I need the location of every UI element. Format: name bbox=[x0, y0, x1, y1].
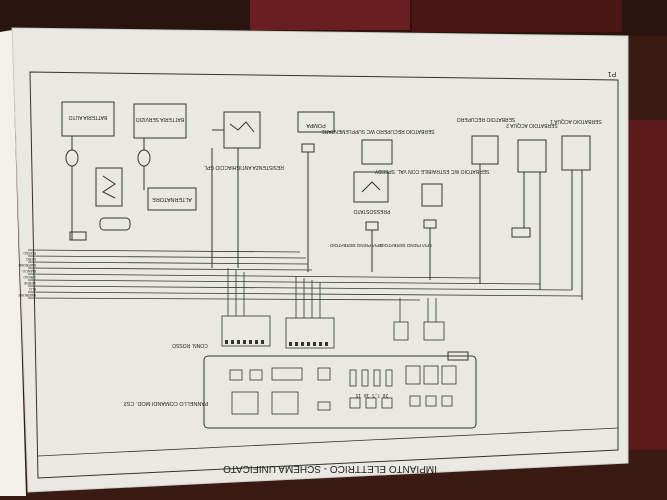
panel-label: PANNELLO COMANDI MOD. CS2 bbox=[124, 400, 209, 406]
wire-label: VERDE bbox=[23, 281, 36, 285]
wire-label: GRIGIO bbox=[23, 275, 36, 279]
alternator-box bbox=[147, 187, 197, 211]
wire-bus bbox=[27, 249, 583, 301]
underlying-page bbox=[0, 30, 26, 496]
water-tank-2-label: SERBATOIO ACQUA 2 bbox=[506, 122, 558, 128]
control-panel-box bbox=[203, 355, 477, 429]
resistor-icon bbox=[229, 121, 255, 133]
page-title: IMPIANTO ELETTRICO - SCHEMA UNIFICATO bbox=[223, 463, 437, 474]
recovery-tank-label: SERBATOIO RECUPERO bbox=[457, 116, 516, 122]
diode-box bbox=[99, 217, 131, 231]
wc-tank-label: SERBATOIO WC ESTRAIBILE CON VAL. SPEEDY bbox=[374, 168, 489, 174]
connector-blocks bbox=[221, 315, 445, 349]
battery-auto-box bbox=[61, 101, 115, 137]
battery-service-label: BATTERIA SERVIZIO bbox=[136, 116, 185, 122]
connector-label: CONN. ROSSO bbox=[172, 342, 208, 348]
pump-box bbox=[297, 111, 335, 133]
binder-red-part bbox=[250, 0, 410, 30]
tank-connector bbox=[511, 227, 531, 238]
wire-drops bbox=[227, 268, 437, 322]
wire-label: BLU bbox=[29, 287, 36, 291]
water-tank-2-box bbox=[517, 139, 547, 173]
manual-page bbox=[11, 27, 629, 493]
pressostat-box bbox=[353, 171, 389, 203]
connector-block bbox=[69, 231, 87, 241]
recovery-tank-box bbox=[471, 135, 499, 165]
wire-label: NERO bbox=[26, 257, 36, 261]
aux-tank-box bbox=[361, 139, 393, 165]
wire-label: BIANCO bbox=[22, 269, 36, 273]
spia-pieno-1-label: SPIA PIENO SERBATOIO bbox=[329, 243, 382, 248]
wc-tank-box bbox=[421, 183, 443, 207]
connector-pins bbox=[225, 340, 328, 346]
aux-tank-label: SERBATOIO RECUPERO WC SUPPLEMENTARE bbox=[321, 128, 435, 134]
water-tank-1-box bbox=[561, 135, 591, 171]
binder-right-edge bbox=[628, 120, 667, 450]
gpl-resistor-label: RESISTENZA ANTIGHIACCIO GPL bbox=[204, 164, 284, 170]
battery-auto-label: BATTERIA AUTO bbox=[69, 114, 108, 120]
wire-labels: ROSSO NERO MARRONE BIANCO GRIGIO VERDE B… bbox=[17, 251, 36, 297]
wire-label: MARRONE bbox=[17, 293, 36, 297]
level-marks: 20 7,5 10 15 bbox=[355, 392, 388, 398]
switch-icon bbox=[361, 181, 381, 193]
pressostat-label: PRESSOSTATO bbox=[354, 208, 391, 214]
pump-label: POMPA bbox=[306, 122, 326, 128]
relay-coil-icon bbox=[102, 175, 116, 199]
diagram-border bbox=[29, 71, 619, 479]
relay-box bbox=[95, 167, 123, 207]
spia-pieno-2-label: SPIA PIENO SERBATOIO bbox=[379, 243, 432, 248]
panel-controls bbox=[229, 365, 457, 415]
page-number: P1 bbox=[608, 70, 617, 77]
panel-logo-icon bbox=[447, 351, 469, 361]
wire-label: ROSSO bbox=[23, 251, 36, 255]
battery-service-box bbox=[133, 103, 187, 139]
water-tank-1-label: SERBATOIO ACQUA 1 bbox=[550, 118, 602, 124]
title-line bbox=[37, 427, 619, 457]
binder-dark-part bbox=[412, 0, 622, 32]
wire-label: MARRONE bbox=[17, 263, 36, 267]
alternator-label: ALTERNATORE bbox=[152, 196, 192, 202]
